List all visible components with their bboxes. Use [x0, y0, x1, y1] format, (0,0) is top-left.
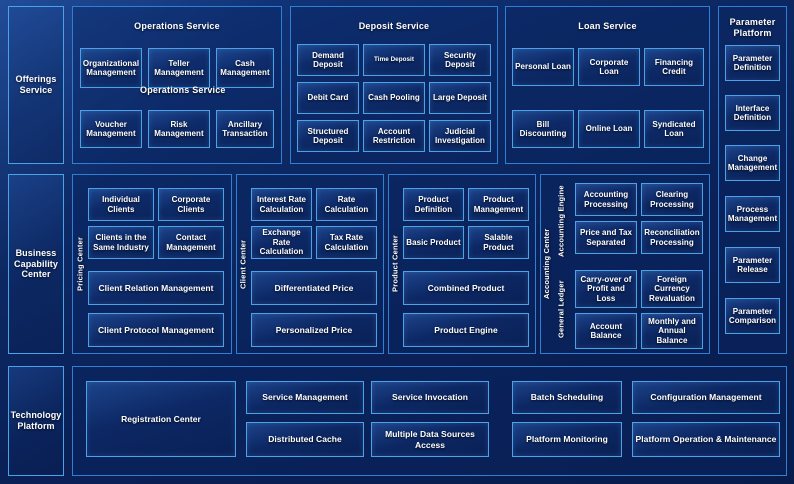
node-monthly-and-annual-balance[interactable]: Monthly and Annual Balance [641, 313, 703, 349]
node-judicial-investigation[interactable]: Judicial Investigation [429, 120, 491, 152]
node-corporate-loan[interactable]: Corporate Loan [578, 48, 640, 86]
node-differentiated-price[interactable]: Differentiated Price [251, 271, 377, 305]
node-clearing-processing[interactable]: Clearing Processing [641, 183, 703, 216]
node-personal-loan[interactable]: Personal Loan [512, 48, 574, 86]
node-syndicated-loan[interactable]: Syndicated Loan [644, 110, 704, 148]
node-configuration-management[interactable]: Configuration Management [632, 381, 780, 414]
node-parameter-definition[interactable]: Parameter Definition [725, 45, 780, 81]
node-change-management[interactable]: Change Management [725, 145, 780, 181]
node-ancillary-transaction[interactable]: Ancillary Transaction [216, 110, 274, 148]
node-multiple-data-sources-access[interactable]: Multiple Data Sources Access [371, 422, 489, 457]
node-service-invocation[interactable]: Service Invocation [371, 381, 489, 414]
node-personalized-price[interactable]: Personalized Price [251, 313, 377, 347]
panel-operations-service-title: Operations Service [134, 21, 220, 31]
node-interface-definition[interactable]: Interface Definition [725, 95, 780, 131]
node-distributed-cache[interactable]: Distributed Cache [246, 422, 364, 457]
panel-deposit-service-title: Deposit Service [358, 21, 430, 31]
node-tax-rate-calculation[interactable]: Tax Rate Calculation [316, 226, 377, 259]
node-corporate-clients[interactable]: Corporate Clients [158, 188, 224, 221]
node-voucher-management[interactable]: Voucher Management [80, 110, 142, 148]
node-salable-product[interactable]: Salable Product [468, 226, 529, 259]
node-account-balance[interactable]: Account Balance [575, 313, 637, 349]
sublabel-accounting-engine: Accounting Engine [556, 185, 566, 257]
node-product-engine[interactable]: Product Engine [403, 313, 529, 347]
node-rate-calculation[interactable]: Rate Calculation [316, 188, 377, 221]
node-individual-clients[interactable]: Individual Clients [88, 188, 154, 221]
sidebar-item-offerings-service[interactable]: Offerings Service [8, 6, 64, 164]
node-debit-card[interactable]: Debit Card [297, 82, 359, 114]
panel-loan-service-title: Loan Service [578, 21, 637, 31]
node-interest-rate-calculation[interactable]: Interest Rate Calculation [251, 188, 312, 221]
sublabel-general-ledger: General Ledger [556, 280, 566, 338]
panel-product-center-label: Product Center [390, 235, 400, 293]
node-account-restriction[interactable]: Account Restriction [363, 120, 425, 152]
node-organizational-management[interactable]: Organizational Management [80, 48, 142, 88]
node-reconciliation-processing[interactable]: Reconciliation Processing [641, 221, 703, 254]
node-bill-discounting[interactable]: Bill Discounting [512, 110, 574, 148]
node-client-relation-management[interactable]: Client Relation Management [88, 271, 224, 305]
node-time-deposit[interactable]: Time Deposit [363, 44, 425, 76]
node-platform-monitoring[interactable]: Platform Monitoring [512, 422, 622, 457]
node-registration-center[interactable]: Registration Center [86, 381, 236, 457]
sidebar-item-technology-platform[interactable]: Technology Platform [8, 366, 64, 476]
node-teller-management[interactable]: Teller Management [148, 48, 210, 88]
node-carry-over-of-profit-and-loss[interactable]: Carry-over of Profit and Loss [575, 270, 637, 308]
node-cash-pooling[interactable]: Cash Pooling [363, 82, 425, 114]
node-large-deposit[interactable]: Large Deposit [429, 82, 491, 114]
node-security-deposit[interactable]: Security Deposit [429, 44, 491, 76]
node-parameter-release[interactable]: Parameter Release [725, 247, 780, 283]
node-cash-management[interactable]: Cash Management [216, 48, 274, 88]
operations-service-overlay-label: Operations Service [140, 85, 226, 95]
node-parameter-comparison[interactable]: Parameter Comparison [725, 298, 780, 334]
node-basic-product[interactable]: Basic Product [403, 226, 464, 259]
node-financing-credit[interactable]: Financing Credit [644, 48, 704, 86]
node-foreign-currency-revaluation[interactable]: Foreign Currency Revaluation [641, 270, 703, 308]
node-risk-management[interactable]: Risk Management [148, 110, 210, 148]
node-service-management[interactable]: Service Management [246, 381, 364, 414]
node-client-protocol-management[interactable]: Client Protocol Management [88, 313, 224, 347]
node-product-management[interactable]: Product Management [468, 188, 529, 221]
panel-pricing-center-label: Pricing Center [75, 236, 85, 292]
node-clients-in-the-same-industry[interactable]: Clients in the Same Industry [88, 226, 154, 259]
panel-client-center-label: Client Center [238, 239, 248, 289]
node-platform-operation-and-maintenance[interactable]: Platform Operation & Maintenance [632, 422, 780, 457]
node-price-and-tax-separated[interactable]: Price and Tax Separated [575, 221, 637, 254]
node-combined-product[interactable]: Combined Product [403, 271, 529, 305]
node-exchange-rate-calculation[interactable]: Exchange Rate Calculation [251, 226, 312, 259]
node-online-loan[interactable]: Online Loan [578, 110, 640, 148]
sidebar-item-business-capability-center[interactable]: Business Capability Center [8, 174, 64, 354]
node-structured-deposit[interactable]: Structured Deposit [297, 120, 359, 152]
node-batch-scheduling[interactable]: Batch Scheduling [512, 381, 622, 414]
node-contact-management[interactable]: Contact Management [158, 226, 224, 259]
node-demand-deposit[interactable]: Demand Deposit [297, 44, 359, 76]
node-accounting-processing[interactable]: Accounting Processing [575, 183, 637, 216]
node-process-management[interactable]: Process Management [725, 196, 780, 232]
panel-parameter-platform-title: Parameter Platform [729, 17, 776, 38]
panel-accounting-center-label: Accounting Center [542, 228, 552, 300]
node-product-definition[interactable]: Product Definition [403, 188, 464, 221]
